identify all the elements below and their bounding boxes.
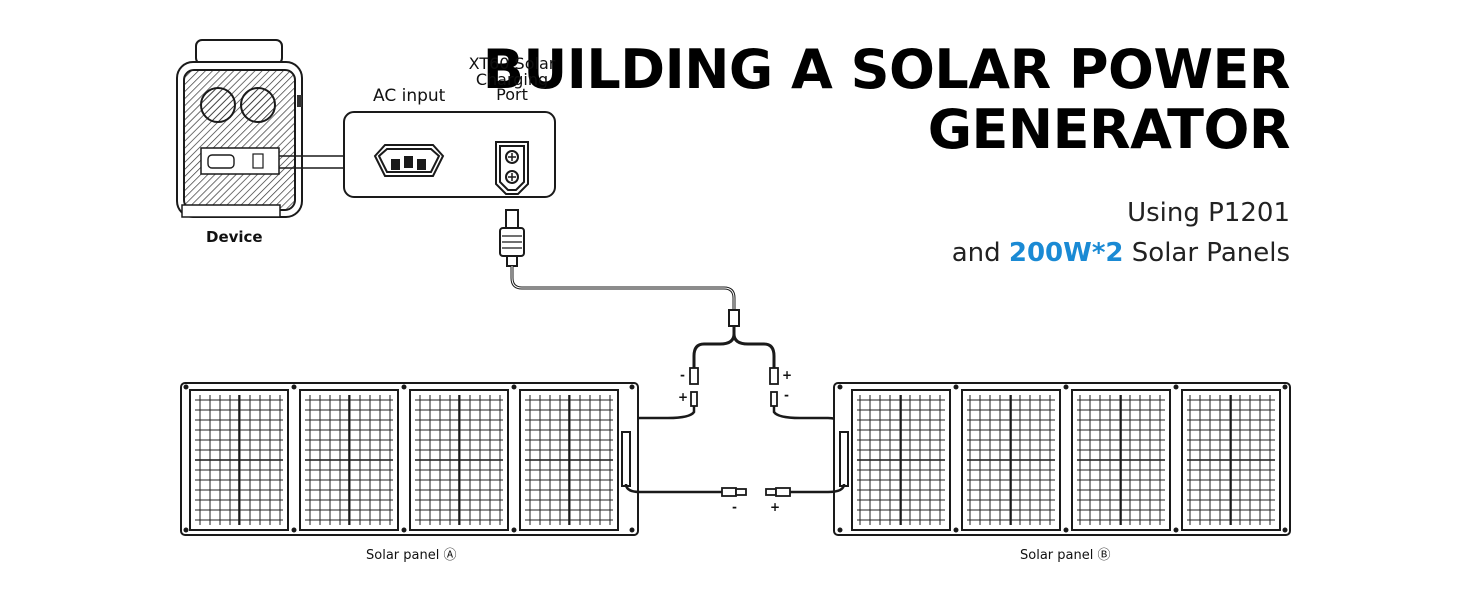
- mc4-connector-left: [689, 367, 699, 407]
- y-splitter: [728, 309, 740, 327]
- power-station-device: [176, 39, 303, 218]
- splitter-left-cable: [692, 326, 736, 368]
- title-line-2: GENERATOR: [927, 98, 1291, 161]
- xt60-label-line-2: Charging: [475, 69, 549, 89]
- polarity-minus-bottom: -: [732, 500, 737, 514]
- subtitle-prefix: and: [951, 238, 1009, 268]
- polarity-plus-right-top: +: [782, 368, 793, 382]
- main-cable: [510, 266, 736, 312]
- polarity-minus-right-bottom: -: [784, 388, 789, 402]
- splitter-right-cable: [732, 326, 776, 368]
- polarity-plus-left-bottom: +: [678, 390, 689, 404]
- device-label: Device: [206, 228, 263, 246]
- mc4-connector-right: [769, 367, 779, 407]
- subtitle-suffix: Solar Panels: [1123, 238, 1290, 268]
- mc4-bottom-female: [721, 487, 747, 497]
- solar-panel-b-label: Solar panel Ⓑ: [1020, 548, 1111, 563]
- solar-panel-b: [833, 382, 1291, 536]
- page-title: BUILDING A SOLAR POWER GENERATOR: [482, 38, 1291, 161]
- subtitle-highlight: 200W*2: [1008, 238, 1124, 268]
- xt60-label-line-1: XT60 Solar: [468, 54, 556, 73]
- panel-a-output-cable: [624, 483, 722, 494]
- solar-panel-a-label: Solar panel Ⓐ: [366, 548, 457, 563]
- ac-input-port: [373, 144, 445, 177]
- xt60-label-line-3: Port: [496, 85, 528, 104]
- subtitle-line-1: Using P1201: [1127, 198, 1290, 228]
- xt60-plug: [499, 209, 525, 267]
- xt60-port-label: XT60 Solar Charging Port: [462, 56, 562, 103]
- subtitle-line-2: and 200W*2 Solar Panels: [952, 238, 1290, 268]
- panel-b-output-cable: [790, 483, 846, 494]
- title-line-1: BUILDING A SOLAR POWER: [482, 38, 1291, 101]
- mc4-bottom-male: [765, 487, 791, 497]
- polarity-minus-left-top: -: [680, 368, 685, 382]
- ac-input-label: AC input: [373, 86, 446, 106]
- solar-panel-a: [180, 382, 639, 536]
- polarity-plus-bottom: +: [770, 500, 781, 514]
- xt60-port: [495, 141, 529, 195]
